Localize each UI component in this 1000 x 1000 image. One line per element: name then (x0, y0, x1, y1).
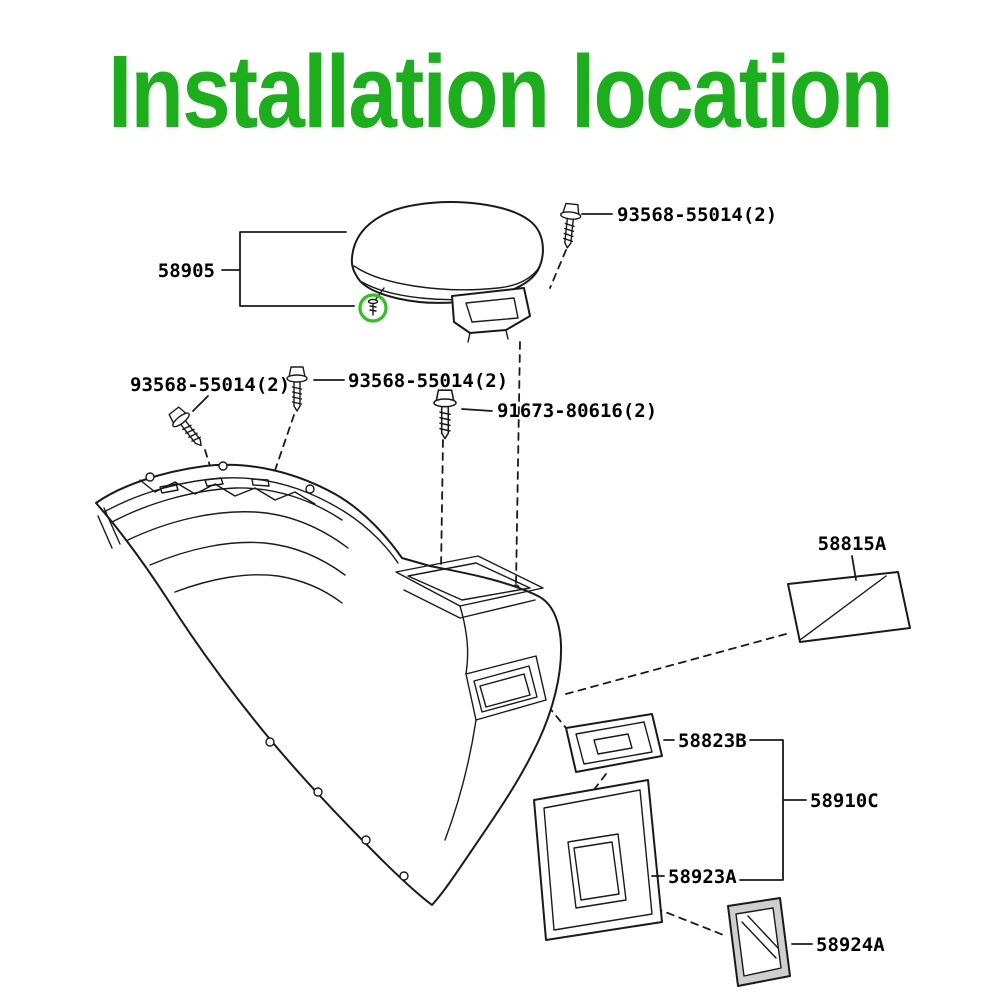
panel-drawing: 58923A (533, 779, 737, 941)
label-58905: 58905 (158, 260, 215, 282)
assembly-bracket-callout: 58910C (739, 739, 879, 881)
armrest-latch-drawing (451, 287, 531, 343)
label-screw-top: 93568-55014(2) (617, 204, 777, 226)
console-body-drawing (95, 461, 563, 906)
armrest-callout: 58905 (158, 231, 355, 307)
label-58823B: 58823B (678, 730, 747, 752)
highlighted-screw (358, 293, 388, 323)
armrest-lid-drawing (350, 201, 544, 304)
screw-mid-drawing: 93568-55014(2) (286, 366, 508, 412)
page-title: Installation location (108, 34, 894, 149)
bolt-mid-drawing: 91673-80616(2) (433, 389, 657, 440)
label-58815A: 58815A (818, 533, 887, 555)
label-bolt-mid: 91673-80616(2) (497, 400, 657, 422)
label-screw-mid: 93568-55014(2) (348, 370, 508, 392)
label-58924A: 58924A (816, 934, 885, 956)
label-58910C: 58910C (810, 790, 879, 812)
tray-drawing: 58823B (565, 713, 747, 773)
mat-drawing: 58815A (787, 533, 911, 643)
screw-left-drawing: 93568-55014(2) (130, 374, 290, 453)
end-panel-drawing: 58924A (727, 897, 885, 987)
page-title-text: Installation location (108, 34, 892, 149)
green-highlight-circle (358, 293, 388, 323)
label-screw-left: 93568-55014(2) (130, 374, 290, 396)
label-58923A: 58923A (668, 866, 737, 888)
screw-top-drawing: 93568-55014(2) (556, 202, 777, 250)
